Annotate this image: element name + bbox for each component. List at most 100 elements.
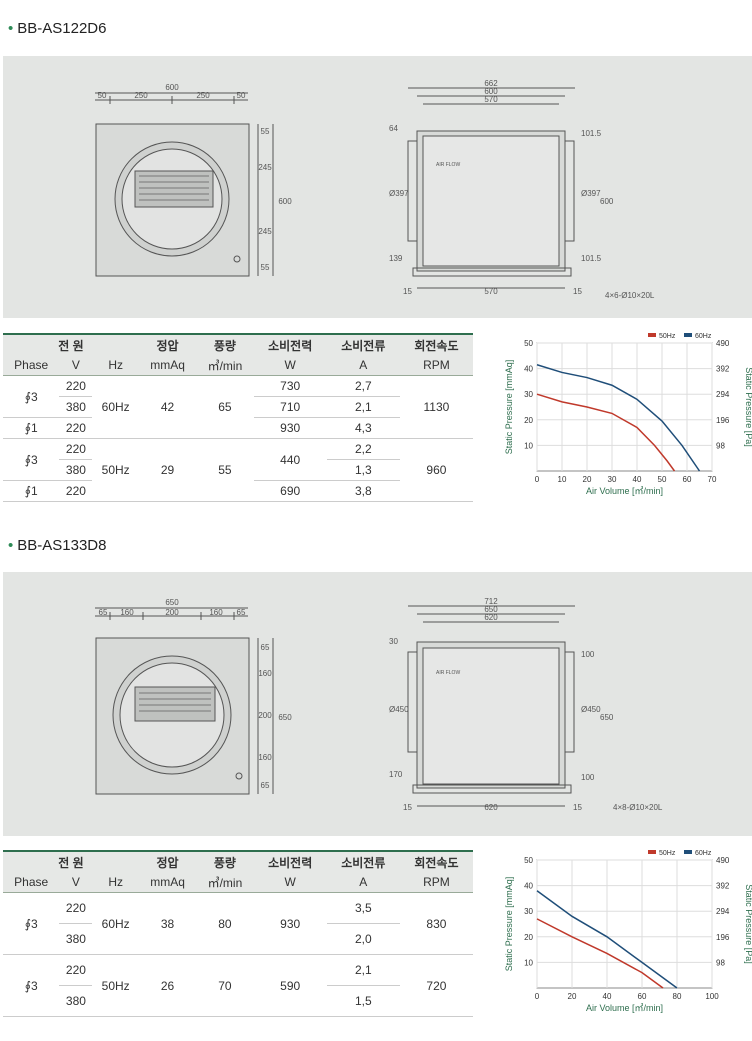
svg-text:200: 200 xyxy=(165,608,179,617)
svg-text:160: 160 xyxy=(209,608,223,617)
drawing-panel: 600 50 250 250 50 600 55 245 245 55 662 … xyxy=(3,56,752,318)
svg-text:64: 64 xyxy=(389,124,398,133)
y2-tick-label: 294 xyxy=(716,390,730,399)
header-mmaq: mmAq xyxy=(138,355,197,376)
svg-text:600: 600 xyxy=(484,87,498,96)
legend-swatch xyxy=(648,850,656,854)
svg-text:15: 15 xyxy=(403,803,412,812)
y2-tick-label: 392 xyxy=(716,882,730,891)
header-current: 소비전류 xyxy=(326,850,400,872)
svg-text:65: 65 xyxy=(261,643,270,652)
y-tick-label: 50 xyxy=(524,856,533,865)
table-row: ∮3 220 60Hz 38 80 930 3,5 830 xyxy=(3,892,473,955)
x-tick-label: 40 xyxy=(633,475,642,484)
svg-text:4×6-Ø10×20L: 4×6-Ø10×20L xyxy=(605,291,655,300)
x-tick-label: 80 xyxy=(673,992,682,1001)
plot-area xyxy=(536,342,713,472)
spec-table: 전 원 정압 풍량 소비전력 소비전류 회전속도 Phase V Hz mmAq… xyxy=(3,850,473,1017)
header-rpm: 회전속도 xyxy=(399,850,473,872)
y-tick-label: 20 xyxy=(524,933,533,942)
svg-text:15: 15 xyxy=(573,803,582,812)
y2-tick-label: 392 xyxy=(716,365,730,374)
series-line-50Hz xyxy=(536,393,676,472)
x-tick-label: 50 xyxy=(658,475,667,484)
y-tick-label: 30 xyxy=(524,390,533,399)
header-power: 전 원 xyxy=(3,333,139,355)
svg-text:245: 245 xyxy=(258,227,272,236)
svg-text:600: 600 xyxy=(165,83,179,92)
x-axis-label: Air Volume [㎥/min] xyxy=(586,1003,663,1013)
svg-text:600: 600 xyxy=(278,197,292,206)
header-pressure: 정압 xyxy=(138,850,197,872)
header-power-consumption: 소비전력 xyxy=(253,850,327,872)
legend-swatch xyxy=(684,333,692,337)
plot-area xyxy=(536,859,713,989)
svg-text:AIR FLOW: AIR FLOW xyxy=(436,670,460,676)
series-line-60Hz xyxy=(536,890,678,989)
svg-text:Ø397: Ø397 xyxy=(581,189,601,198)
table-row: ∮1 220 690 3,8 xyxy=(3,480,473,502)
series-line-50Hz xyxy=(536,918,664,989)
svg-text:65: 65 xyxy=(261,781,270,790)
svg-text:600: 600 xyxy=(600,197,614,206)
svg-text:100: 100 xyxy=(581,650,595,659)
legend-label: 50Hz xyxy=(659,850,676,857)
svg-text:50: 50 xyxy=(98,91,107,100)
legend-label: 60Hz xyxy=(695,333,712,340)
header-w: W xyxy=(253,355,327,376)
y-tick-label: 50 xyxy=(524,339,533,348)
y2-tick-label: 196 xyxy=(716,933,730,942)
header-volume: 풍량 xyxy=(196,333,254,355)
x-tick-label: 0 xyxy=(535,992,540,1001)
svg-text:55: 55 xyxy=(261,263,270,272)
series-line-60Hz xyxy=(536,364,701,472)
y2-tick-label: 294 xyxy=(716,907,730,916)
y2-tick-label: 98 xyxy=(716,441,725,450)
model-title: •BB-AS122D6 xyxy=(8,20,107,37)
table-row: 380 1,5 xyxy=(3,985,473,1017)
table-row: 380 710 2,1 xyxy=(3,396,473,418)
x-tick-label: 40 xyxy=(603,992,612,1001)
svg-text:650: 650 xyxy=(600,713,614,722)
svg-text:Ø450: Ø450 xyxy=(389,705,409,714)
front-view-impeller xyxy=(134,170,214,208)
y2-tick-label: 98 xyxy=(716,958,725,967)
header-rpm-unit: RPM xyxy=(399,355,473,376)
svg-text:Ø397: Ø397 xyxy=(389,189,409,198)
y2-tick-label: 490 xyxy=(716,339,730,348)
header-v: V xyxy=(59,872,93,893)
svg-text:712: 712 xyxy=(484,597,498,606)
table-row: ∮3 220 50Hz 29 55 440 2,2 960 xyxy=(3,438,473,502)
y2-tick-label: 490 xyxy=(716,856,730,865)
header-a: A xyxy=(326,872,400,893)
header-hz: Hz xyxy=(92,355,139,376)
header-m3min: ㎥/min xyxy=(196,872,254,893)
x-tick-label: 0 xyxy=(535,475,540,484)
svg-text:15: 15 xyxy=(573,287,582,296)
svg-text:30: 30 xyxy=(389,637,398,646)
svg-text:55: 55 xyxy=(261,127,270,136)
x-tick-label: 70 xyxy=(708,475,717,484)
y-tick-label: 40 xyxy=(524,882,533,891)
header-hz: Hz xyxy=(92,872,139,893)
header-pressure: 정압 xyxy=(138,333,197,355)
header-volume: 풍량 xyxy=(196,850,254,872)
header-power-consumption: 소비전력 xyxy=(253,333,327,355)
y2-axis-label: Static Pressure [Pa] xyxy=(744,884,752,964)
table-row: ∮1 220 930 4,3 xyxy=(3,417,473,439)
svg-text:245: 245 xyxy=(258,163,272,172)
x-tick-label: 100 xyxy=(705,992,719,1001)
table-row: ∮3 220 50Hz 26 70 590 2,1 720 xyxy=(3,954,473,1017)
svg-text:620: 620 xyxy=(484,613,498,622)
svg-text:AIR FLOW: AIR FLOW xyxy=(436,162,460,168)
legend-swatch xyxy=(648,333,656,337)
front-view-impeller xyxy=(134,686,216,722)
svg-text:15: 15 xyxy=(403,287,412,296)
x-axis-label: Air Volume [㎥/min] xyxy=(586,486,663,496)
header-phase: Phase xyxy=(3,872,60,893)
header-phase: Phase xyxy=(3,355,60,376)
table-row: 380 2,0 xyxy=(3,923,473,955)
svg-text:570: 570 xyxy=(484,95,498,104)
y-axis-label: Static Pressure [mmAq] xyxy=(504,877,514,972)
